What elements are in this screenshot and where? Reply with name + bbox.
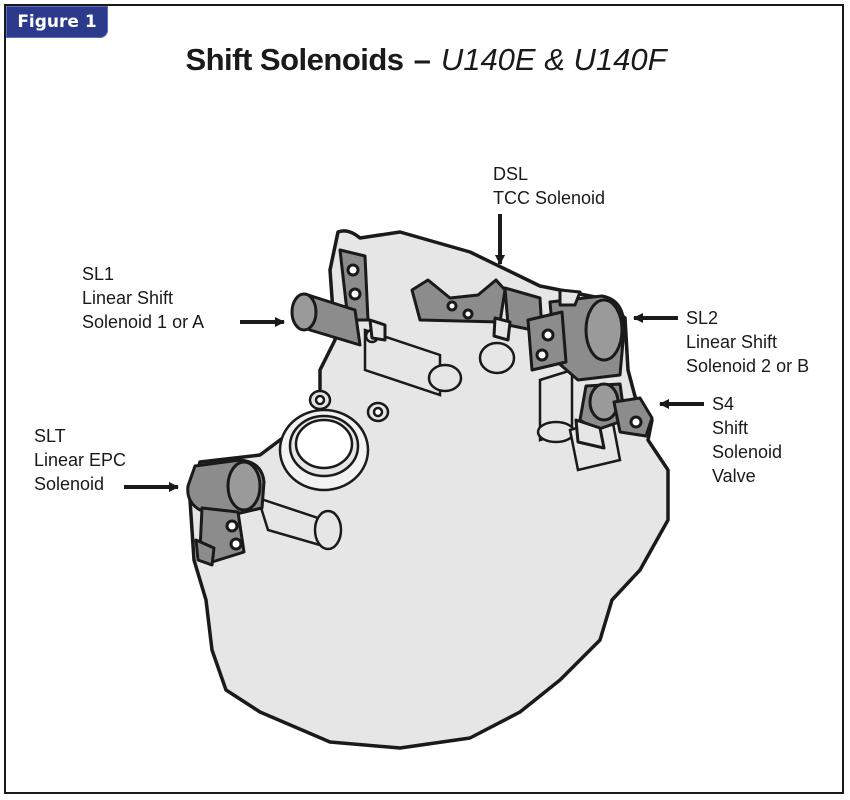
label-sl2-line-2: Linear Shift bbox=[686, 332, 778, 352]
label-s4-line-1: S4 bbox=[712, 394, 735, 414]
label-s4-line-3: Solenoid bbox=[712, 442, 783, 462]
title-dash: – bbox=[413, 42, 431, 77]
sl1-solenoid bbox=[290, 248, 387, 347]
title-models: U140E & U140F bbox=[440, 42, 667, 77]
label-s4: S4 Shift Solenoid Valve bbox=[712, 392, 782, 488]
figure-tab: Figure 1 bbox=[6, 6, 108, 38]
housing-details bbox=[256, 328, 622, 551]
label-slt-line-2: Linear EPC bbox=[34, 450, 127, 470]
label-dsl-line-1: DSL bbox=[493, 164, 529, 184]
label-sl1: SL1 Linear Shift Solenoid 1 or A bbox=[82, 262, 204, 334]
label-dsl-line-2: TCC Solenoid bbox=[493, 188, 606, 208]
label-s4-line-2: Shift bbox=[712, 418, 749, 438]
label-dsl: DSL TCC Solenoid bbox=[493, 162, 605, 210]
label-s4-line-4: Valve bbox=[712, 466, 756, 486]
figure-title: Shift Solenoids–U140E & U140F bbox=[6, 42, 846, 78]
title-main: Shift Solenoids bbox=[185, 42, 404, 77]
label-sl1-line-3: Solenoid 1 or A bbox=[82, 312, 205, 332]
label-sl2: SL2 Linear Shift Solenoid 2 or B bbox=[686, 306, 809, 378]
callout-arrows bbox=[124, 214, 704, 492]
label-slt: SLT Linear EPC Solenoid bbox=[34, 424, 126, 496]
label-sl2-line-3: Solenoid 2 or B bbox=[686, 356, 810, 376]
label-sl1-line-1: SL1 bbox=[82, 264, 115, 284]
s4-solenoid bbox=[574, 382, 654, 450]
label-sl2-line-1: SL2 bbox=[686, 308, 719, 328]
label-slt-line-1: SLT bbox=[34, 426, 66, 446]
label-slt-line-3: Solenoid bbox=[34, 474, 105, 494]
slt-solenoid bbox=[186, 458, 266, 567]
label-sl1-line-2: Linear Shift bbox=[82, 288, 174, 308]
sl2-solenoid bbox=[526, 288, 626, 382]
